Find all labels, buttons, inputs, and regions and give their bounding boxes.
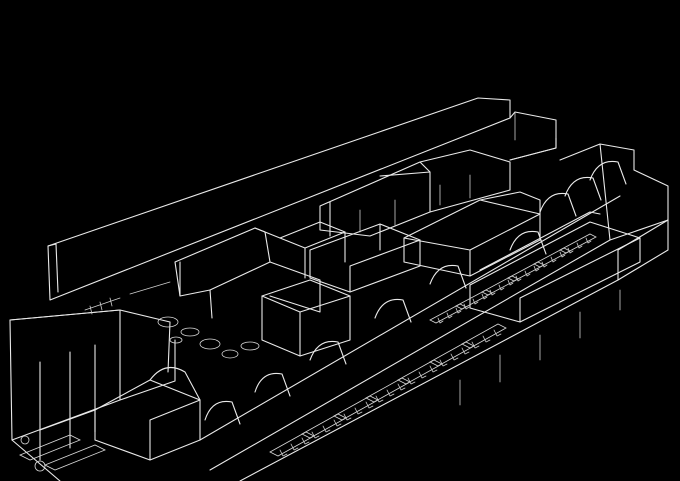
chair <box>585 237 592 244</box>
desk-row <box>333 395 379 421</box>
rear-desk-wing <box>469 211 641 323</box>
rear-long-wall <box>47 97 557 301</box>
chair <box>365 401 374 409</box>
desk-row <box>269 431 315 457</box>
desk-row <box>507 261 545 282</box>
chair <box>450 353 459 361</box>
desk-row <box>397 359 443 385</box>
chair <box>482 335 491 343</box>
chair <box>541 261 548 268</box>
chair <box>533 265 540 272</box>
lower-left-desks <box>19 434 106 472</box>
chair <box>498 284 505 291</box>
vault-spine <box>199 160 627 441</box>
chair <box>397 383 406 391</box>
desk-rows-front <box>269 323 507 457</box>
desk-row <box>429 303 467 324</box>
chair <box>311 431 320 439</box>
chair <box>524 270 531 277</box>
desk-row <box>533 247 571 268</box>
chair <box>407 377 416 385</box>
chair <box>429 365 438 373</box>
chair <box>489 289 496 296</box>
right-wing-shell <box>209 143 669 481</box>
chair <box>455 307 462 314</box>
desk-row <box>429 341 475 367</box>
lounge-furniture <box>84 281 260 359</box>
middle-room-cluster <box>261 223 421 357</box>
desk-row <box>461 323 507 349</box>
chair <box>481 293 488 300</box>
chair <box>493 329 502 337</box>
chair <box>290 443 299 451</box>
chair <box>437 317 444 324</box>
chair <box>507 279 514 286</box>
chair <box>354 407 363 415</box>
chair <box>439 359 448 367</box>
chair <box>463 303 470 310</box>
left-room-frame <box>174 221 346 319</box>
upper-block-row <box>319 137 557 237</box>
chair <box>515 275 522 282</box>
desk-row <box>455 289 493 310</box>
chair <box>471 341 480 349</box>
chair <box>567 247 574 254</box>
desk-row <box>481 275 519 296</box>
chair <box>550 256 557 263</box>
center-large-block <box>403 191 541 277</box>
chair <box>472 298 479 305</box>
chair <box>418 371 427 379</box>
chair <box>461 347 470 355</box>
chair <box>559 251 566 258</box>
chair <box>322 425 331 433</box>
desk-row <box>301 413 347 439</box>
chair <box>576 242 583 249</box>
chair <box>301 437 310 445</box>
chair <box>386 389 395 397</box>
chair <box>279 449 288 457</box>
desk-row <box>365 377 411 403</box>
chair <box>375 395 384 403</box>
chair <box>333 419 342 427</box>
chair <box>446 312 453 319</box>
front-floor-plate <box>9 309 176 481</box>
desk-rows-rear <box>429 233 597 324</box>
chair <box>343 413 352 421</box>
desk-row <box>559 233 597 254</box>
